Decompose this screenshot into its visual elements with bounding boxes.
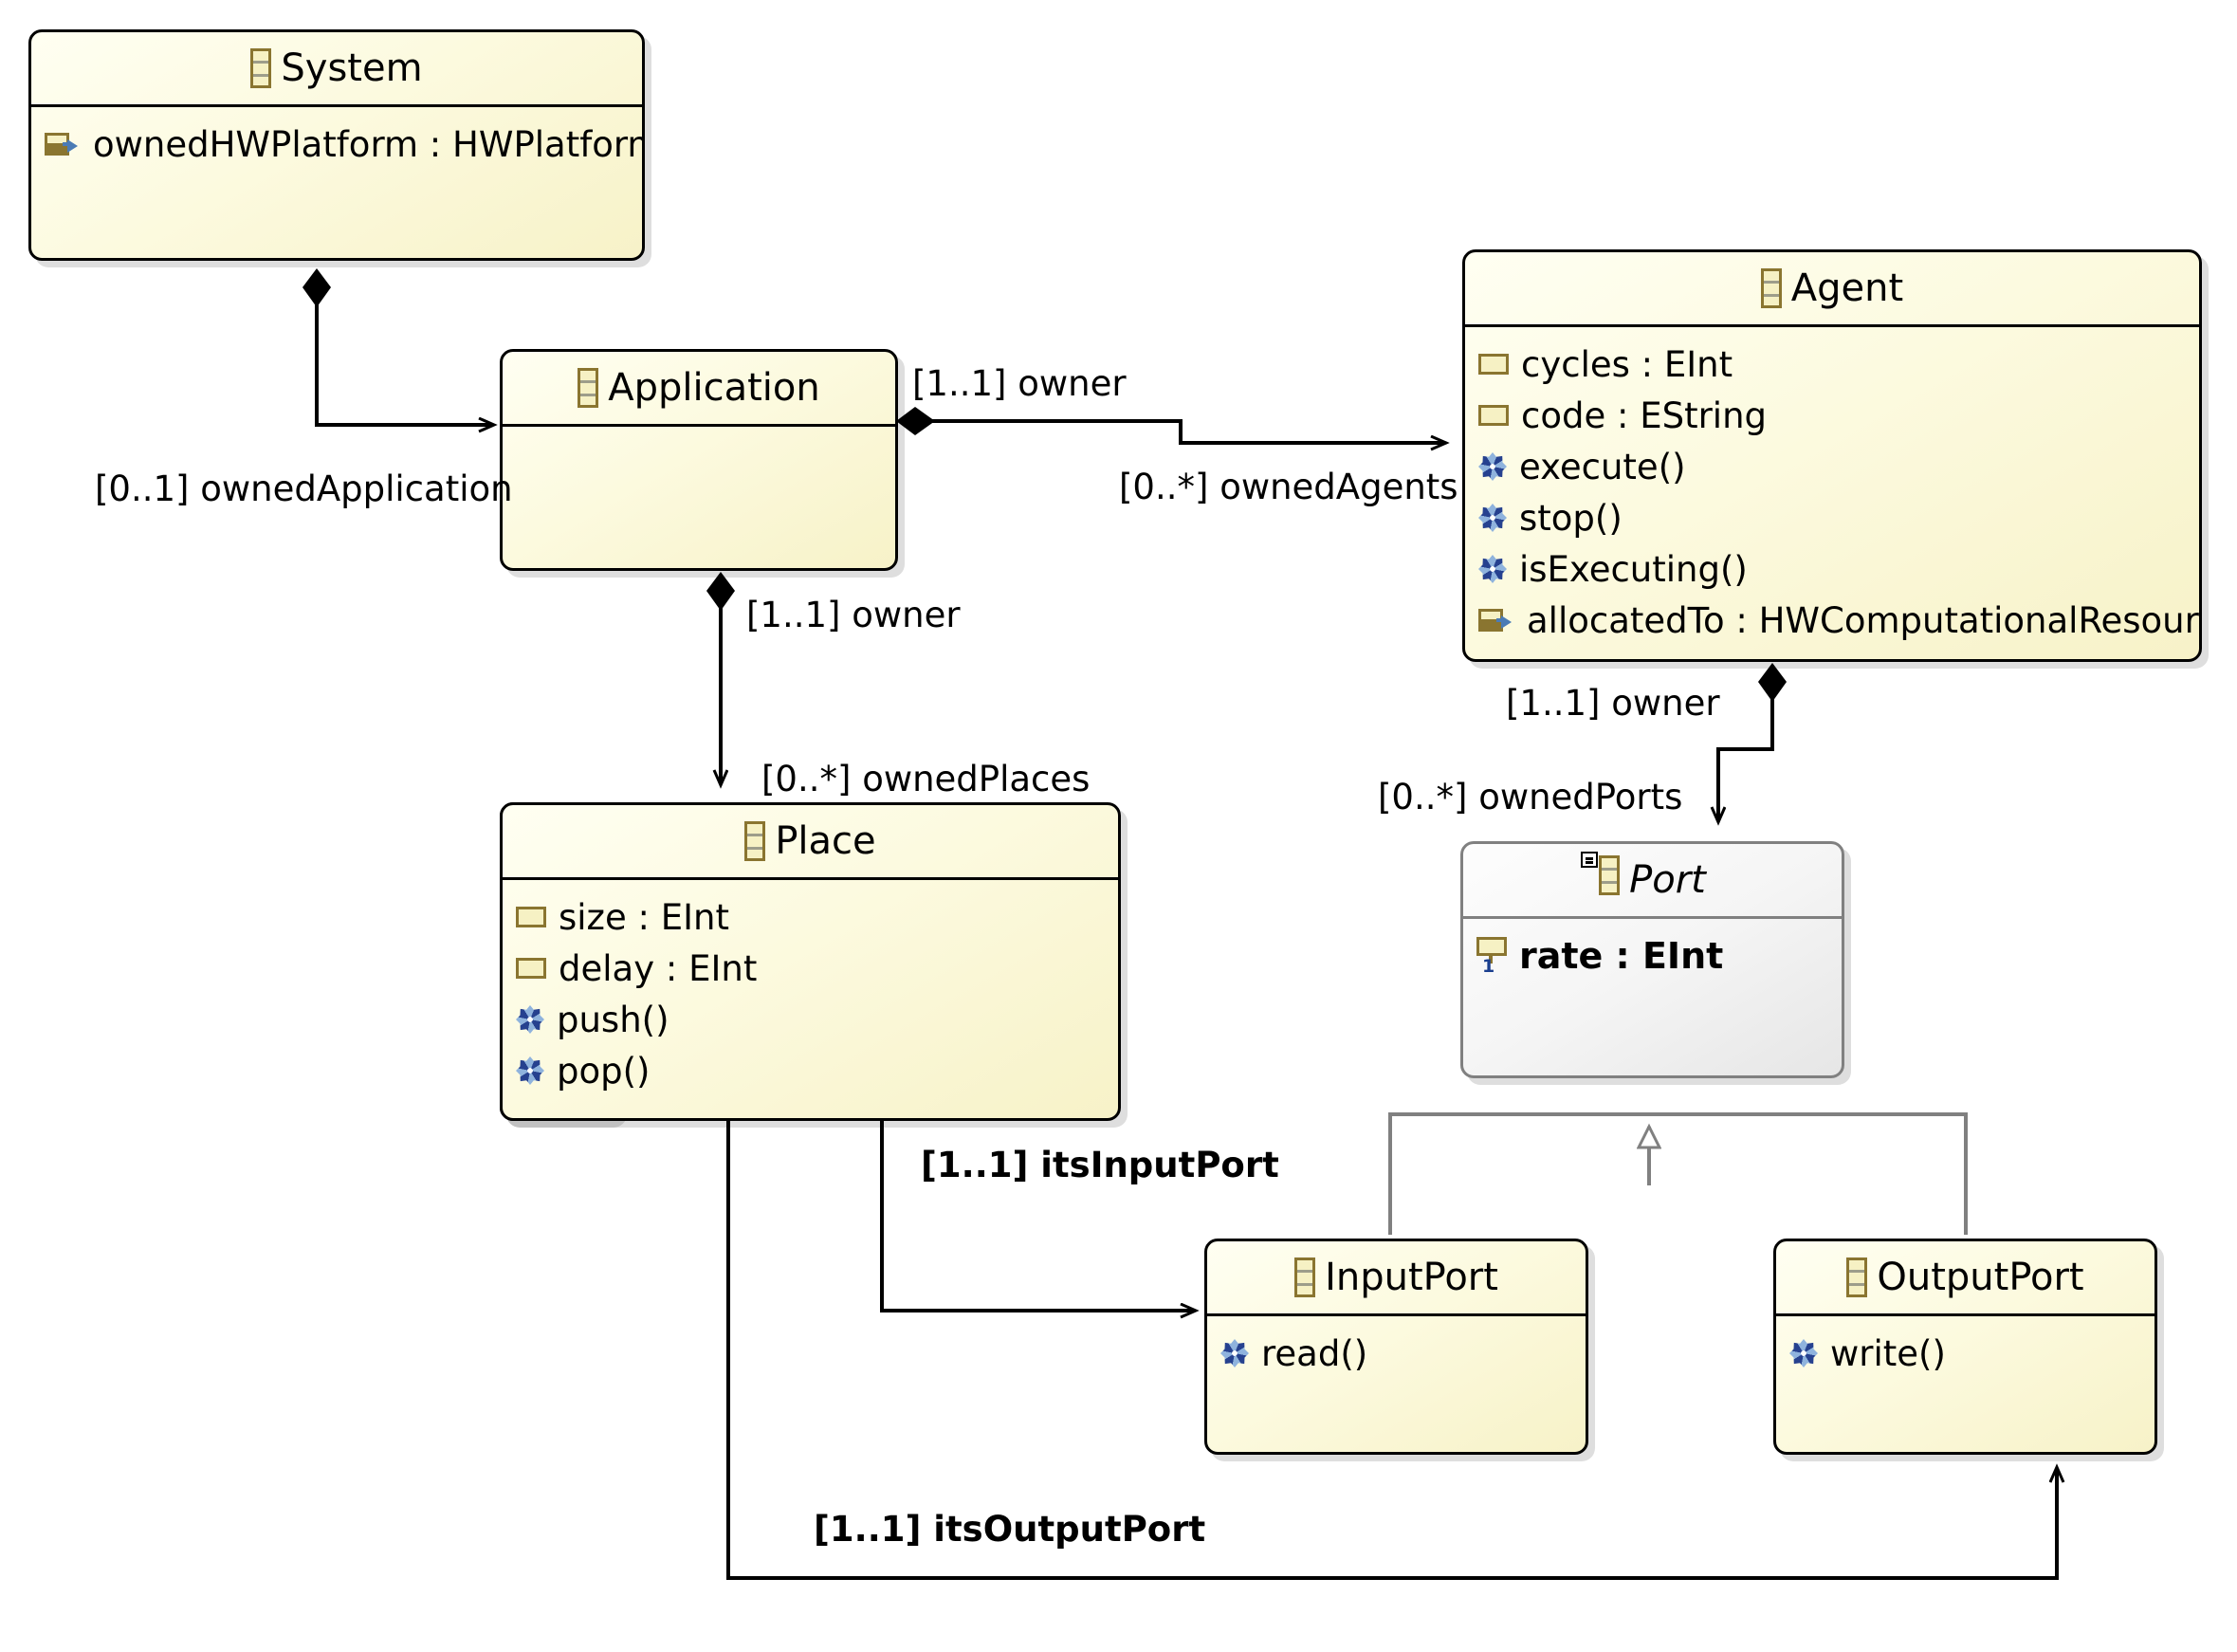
edge-label-owner-port: [1..1] owner: [1506, 683, 1720, 724]
edge-label-owner-place: [1..1] owner: [746, 595, 961, 635]
member-row[interactable]: cycles : EInt: [1478, 339, 2199, 390]
ereference-icon: [1478, 609, 1514, 632]
member-label: allocatedTo : HWComputationalResource: [1527, 599, 2202, 641]
class-header-place: Place: [503, 805, 1118, 880]
edge-label-ownedAgents: [0..*] ownedAgents: [1119, 467, 1458, 507]
eattribute-icon: [1478, 354, 1509, 375]
edge-application-ownedPlaces[interactable]: [706, 572, 735, 784]
eoperation-icon: [1478, 504, 1507, 532]
eclass-icon: [250, 48, 272, 88]
member-row[interactable]: stop(): [1478, 492, 2199, 543]
member-row[interactable]: size : EInt: [516, 891, 1118, 943]
class-name-place: Place: [775, 819, 876, 863]
class-box-port[interactable]: Port 1 rate : EInt: [1460, 841, 1844, 1078]
member-label: isExecuting(): [1519, 548, 1748, 590]
class-header-application: Application: [503, 352, 895, 427]
member-row[interactable]: execute(): [1478, 441, 2199, 492]
member-row[interactable]: push(): [516, 994, 1118, 1045]
eoperation-icon: [1478, 452, 1507, 481]
class-header-inputport: InputPort: [1207, 1241, 1586, 1316]
eclass-abstract-icon-wrap: [1581, 852, 1621, 905]
class-body-place: size : EInt delay : EInt push() pop(): [503, 880, 1118, 1096]
eoperation-icon: [516, 1056, 544, 1085]
class-name-system: System: [281, 46, 423, 90]
class-header-outputport: OutputPort: [1776, 1241, 2154, 1316]
edge-label-itsOutputPort: [1..1] itsOutputPort: [814, 1509, 1206, 1550]
member-label: code : EString: [1521, 395, 1768, 436]
ereference-icon: [45, 133, 81, 156]
eattribute-one-icon: 1: [1476, 937, 1507, 976]
class-body-system: ownedHWPlatform : HWPlatform: [31, 107, 642, 170]
edge-label-ownedApplication: [0..1] ownedApplication: [95, 468, 513, 509]
member-label: write(): [1830, 1332, 1946, 1374]
class-box-application[interactable]: Application: [500, 349, 898, 571]
member-label: execute(): [1519, 446, 1686, 487]
class-box-system[interactable]: System ownedHWPlatform : HWPlatform: [28, 29, 645, 261]
edge-label-ownedPlaces: [0..*] ownedPlaces: [761, 759, 1091, 799]
edge-label-owner-agent: [1..1] owner: [912, 363, 1127, 404]
class-body-outputport: write(): [1776, 1316, 2154, 1379]
eclass-icon: [1760, 268, 1782, 308]
edge-label-itsInputPort: [1..1] itsInputPort: [921, 1145, 1279, 1185]
class-body-port: 1 rate : EInt: [1463, 919, 1842, 982]
class-body-agent: cycles : EInt code : EString execute() s…: [1465, 327, 2199, 646]
class-header-port: Port: [1463, 844, 1842, 919]
member-row[interactable]: ownedHWPlatform : HWPlatform: [45, 119, 642, 170]
member-row[interactable]: allocatedTo : HWComputationalResource: [1478, 595, 2199, 646]
edge-agent-ownedPorts[interactable]: [1718, 663, 1787, 821]
class-name-port: Port: [1629, 858, 1706, 902]
member-row[interactable]: read(): [1220, 1328, 1586, 1379]
class-name-application: Application: [608, 366, 820, 410]
eoperation-icon: [1478, 555, 1507, 583]
member-row[interactable]: isExecuting(): [1478, 543, 2199, 595]
member-row[interactable]: code : EString: [1478, 390, 2199, 441]
member-label: read(): [1261, 1332, 1368, 1374]
abstract-marker-icon: [1581, 852, 1599, 868]
member-label: delay : EInt: [559, 947, 758, 989]
member-label: size : EInt: [559, 896, 729, 938]
eclass-icon: [744, 821, 766, 861]
member-row[interactable]: write(): [1789, 1328, 2154, 1379]
class-name-agent: Agent: [1790, 266, 1904, 310]
eclass-icon: [1846, 1257, 1868, 1297]
edge-application-ownedAgents[interactable]: [896, 407, 1445, 443]
class-body-application: [503, 427, 895, 438]
eclass-icon: [578, 368, 599, 408]
edge-system-ownedApplication[interactable]: [303, 268, 493, 425]
member-label: push(): [557, 999, 669, 1040]
member-label: stop(): [1519, 497, 1623, 539]
edge-generalization-ports[interactable]: [1388, 1112, 1968, 1235]
eattribute-icon: [516, 958, 546, 979]
member-row[interactable]: 1 rate : EInt: [1476, 930, 1842, 982]
eclass-icon: [1294, 1257, 1316, 1297]
eattribute-icon: [516, 907, 546, 927]
eoperation-icon: [516, 1005, 544, 1034]
class-box-agent[interactable]: Agent cycles : EInt code : EString execu…: [1462, 249, 2202, 662]
member-label: rate : EInt: [1519, 935, 1724, 977]
eoperation-icon: [1220, 1339, 1249, 1367]
edge-label-ownedPorts: [0..*] ownedPorts: [1378, 777, 1683, 817]
member-label: cycles : EInt: [1521, 343, 1733, 385]
class-header-system: System: [31, 32, 642, 107]
member-row[interactable]: delay : EInt: [516, 943, 1118, 994]
member-label: pop(): [557, 1050, 651, 1092]
class-box-outputport[interactable]: OutputPort write(): [1773, 1239, 2157, 1455]
member-label: ownedHWPlatform : HWPlatform: [93, 123, 645, 165]
member-row[interactable]: pop(): [516, 1045, 1118, 1096]
eattribute-icon: [1478, 405, 1509, 426]
eoperation-icon: [1789, 1339, 1818, 1367]
class-box-inputport[interactable]: InputPort read(): [1204, 1239, 1588, 1455]
class-body-inputport: read(): [1207, 1316, 1586, 1379]
class-header-agent: Agent: [1465, 252, 2199, 327]
class-name-outputport: OutputPort: [1877, 1256, 2084, 1299]
eclass-icon: [1599, 855, 1621, 895]
class-name-inputport: InputPort: [1325, 1256, 1498, 1299]
class-box-place[interactable]: Place size : EInt delay : EInt push() po…: [500, 802, 1121, 1121]
